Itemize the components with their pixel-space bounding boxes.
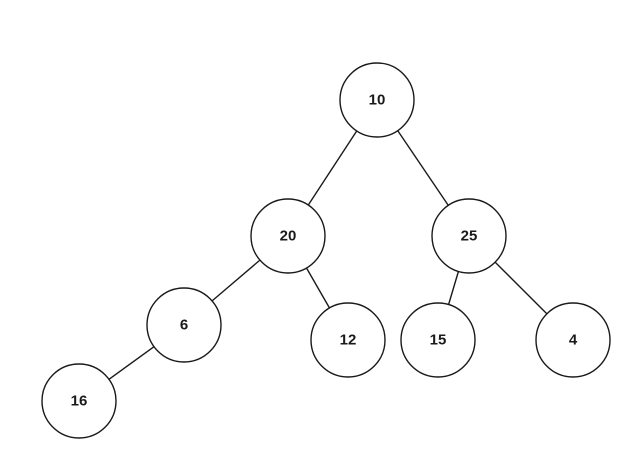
node-label: 4 [569, 332, 578, 349]
tree-node-10: 10 [339, 62, 415, 138]
tree-node-16: 16 [41, 363, 117, 439]
tree-edges [108, 130, 548, 380]
tree-node-25: 25 [431, 198, 507, 274]
node-label: 15 [430, 332, 447, 349]
node-circle [431, 198, 507, 274]
node-label: 12 [340, 332, 357, 349]
edge-25-15 [447, 271, 460, 305]
node-label: 20 [280, 228, 297, 245]
edge-10-20 [307, 130, 358, 206]
node-circle [339, 62, 415, 138]
node-label: 6 [180, 317, 188, 334]
node-circle [310, 302, 386, 378]
edge-6-16 [108, 346, 155, 380]
node-label: 25 [461, 228, 478, 245]
tree-node-20: 20 [250, 198, 326, 274]
edge-25-4 [494, 261, 548, 315]
node-label: 10 [369, 92, 386, 109]
edge-10-25 [397, 130, 449, 206]
node-label: 16 [71, 393, 88, 410]
node-circle [400, 302, 476, 378]
tree-node-15: 15 [400, 302, 476, 378]
tree-node-12: 12 [310, 302, 386, 378]
node-circle [250, 198, 326, 274]
node-circle [535, 302, 611, 378]
tree-nodes: 10 20 25 6 12 15 4 16 [41, 62, 611, 439]
node-circle [41, 363, 117, 439]
node-circle [146, 287, 222, 363]
edge-20-12 [305, 267, 331, 309]
edge-20-6 [211, 259, 261, 302]
tree-node-4: 4 [535, 302, 611, 378]
tree-node-6: 6 [146, 287, 222, 363]
